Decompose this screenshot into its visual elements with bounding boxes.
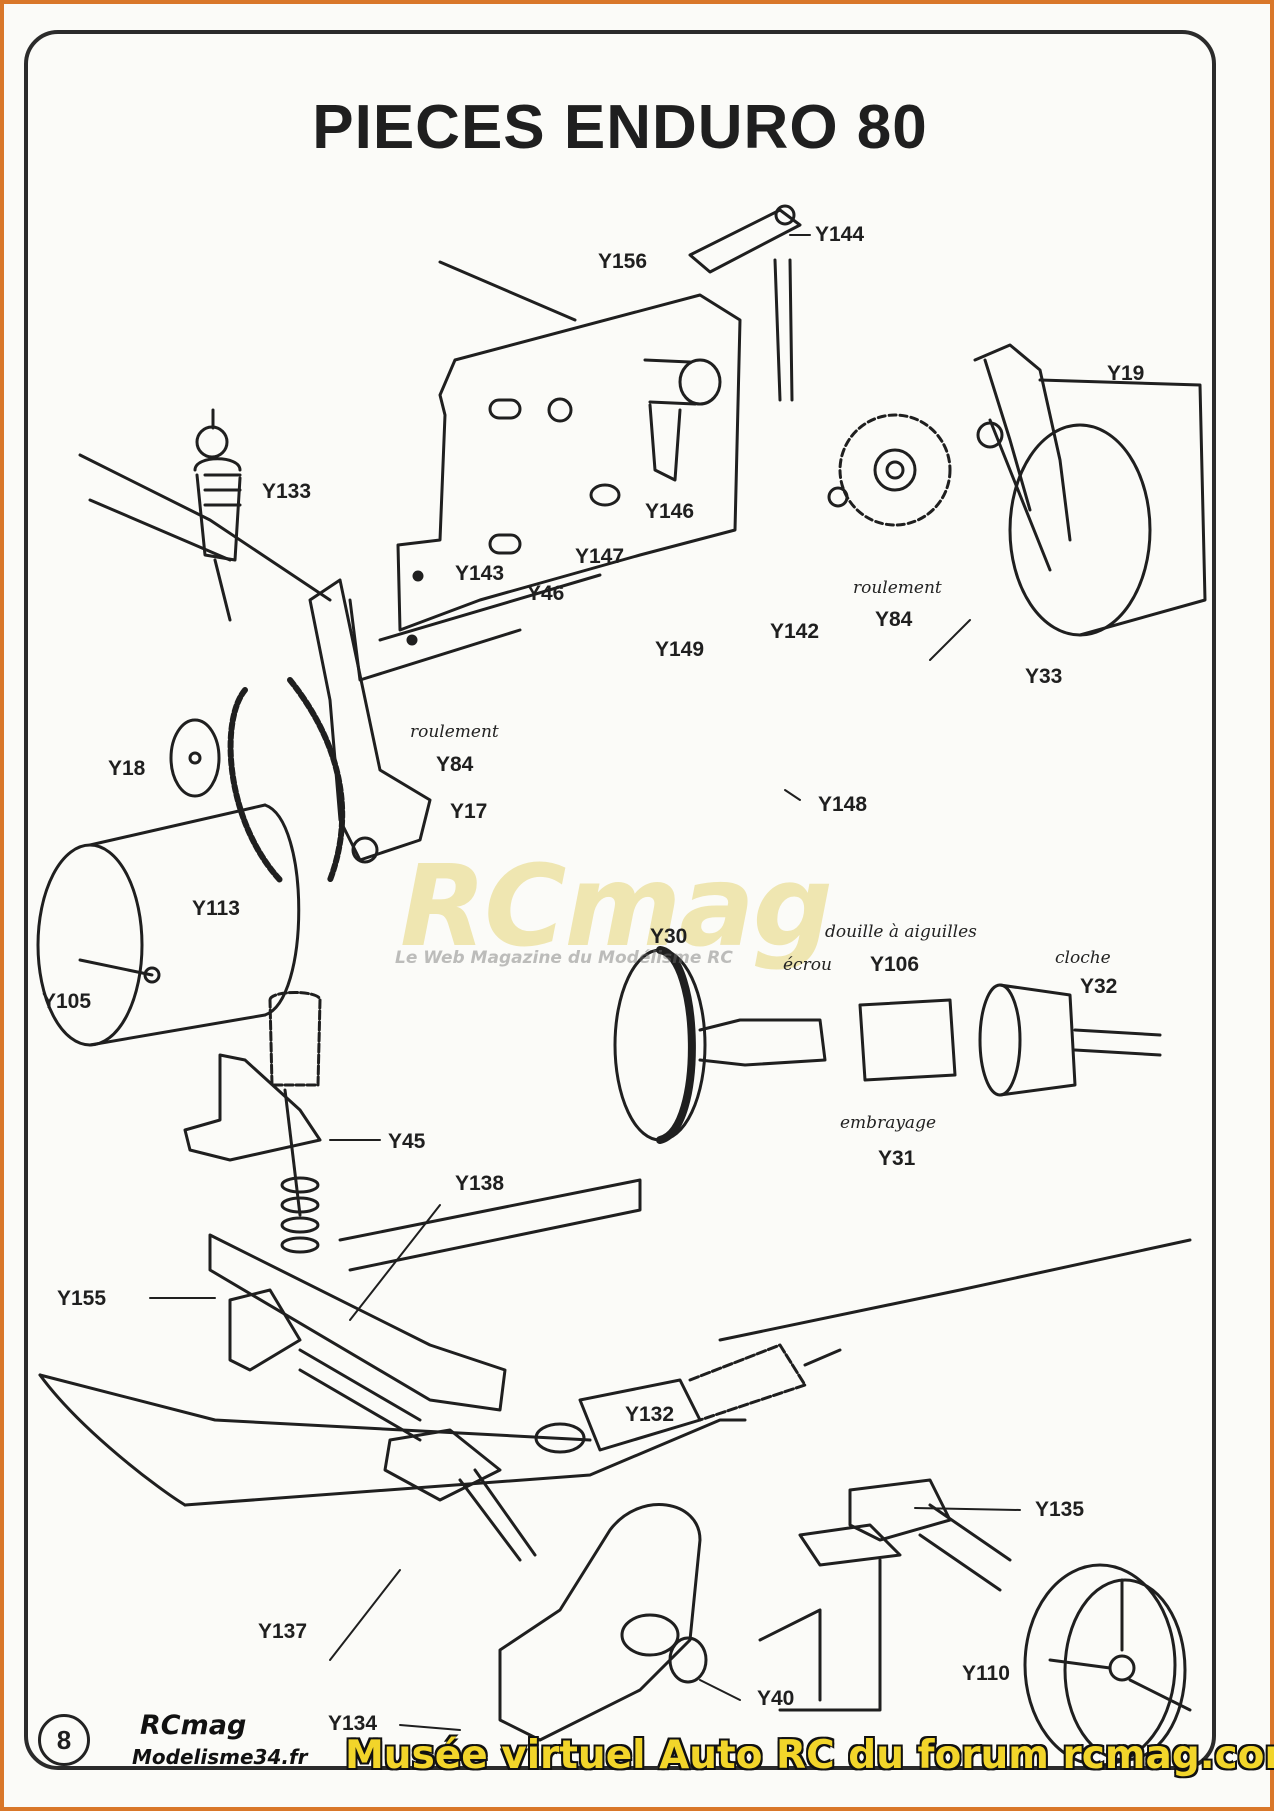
- cylinder-part: [643, 358, 722, 482]
- watermark-tagline: Le Web Magazine du Modélisme RC: [395, 948, 733, 968]
- label-y110: Y110: [962, 1662, 1010, 1685]
- left-wheel: [36, 803, 301, 1047]
- label-y33: Y33: [1025, 665, 1063, 688]
- label-y105: Y105: [42, 990, 92, 1013]
- label-y31: Y31: [878, 1147, 916, 1170]
- label-y137: Y137: [258, 1620, 308, 1643]
- label-y45: Y45: [388, 1130, 426, 1153]
- pulley-and-belt: [169, 677, 346, 883]
- label-y142: Y142: [770, 620, 820, 643]
- note-roulement-right: roulement: [853, 578, 942, 598]
- note-ecrou: écrou: [783, 955, 832, 975]
- watermark-brand: RCmag: [400, 842, 833, 972]
- label-y132: Y132: [625, 1403, 675, 1426]
- spur-gear: [827, 413, 952, 527]
- label-y18: Y18: [108, 757, 146, 780]
- shock-absorber-front: [183, 991, 322, 1254]
- label-y84-left: Y84: [436, 753, 474, 776]
- label-y138: Y138: [455, 1172, 505, 1195]
- shock-absorber-upper: [193, 408, 242, 622]
- note-douille: douille à aiguilles: [825, 922, 977, 942]
- upper-chassis-lines: [78, 260, 577, 602]
- label-y30: Y30: [650, 925, 688, 948]
- label-y113: Y113: [192, 897, 240, 920]
- label-y106: Y106: [870, 953, 920, 976]
- page-frame: [24, 30, 1216, 1770]
- page-title: PIECES ENDURO 80: [312, 93, 928, 162]
- shock-absorber-lower: [534, 1343, 842, 1454]
- note-cloche: cloche: [1055, 948, 1111, 968]
- front-axle-assembly: [208, 1233, 537, 1562]
- label-y133: Y133: [262, 480, 312, 503]
- steering-arm: [498, 1503, 822, 1742]
- label-y134: Y134: [328, 1712, 378, 1735]
- label-y147: Y147: [575, 545, 625, 568]
- label-y84-right: Y84: [875, 608, 913, 631]
- suspension-arm-upper: [308, 573, 602, 864]
- label-y144: Y144: [815, 223, 865, 246]
- label-y19: Y19: [1107, 362, 1145, 385]
- label-y143: Y143: [455, 562, 505, 585]
- label-y146: Y146: [645, 500, 695, 523]
- label-y155: Y155: [57, 1287, 107, 1310]
- note-embrayage: embrayage: [840, 1113, 937, 1133]
- steering-hub: [778, 1478, 1012, 1712]
- label-y46: Y46: [527, 582, 565, 605]
- footer-banner: Musée virtuel Auto RC du forum rcmag.com: [345, 1733, 1274, 1778]
- logo-rcmag: RCmag: [140, 1710, 247, 1741]
- leader-lines: [149, 234, 1021, 1731]
- servo-linkage: [688, 204, 802, 402]
- clutch-assembly: [613, 946, 1162, 1144]
- label-y148: Y148: [818, 793, 868, 816]
- note-roulement-left: roulement: [410, 722, 499, 742]
- rear-right-wheel: [973, 343, 1207, 637]
- page-number: 8: [38, 1714, 90, 1766]
- label-y17: Y17: [450, 800, 488, 823]
- engine-mount-plate: [396, 293, 742, 646]
- label-y40: Y40: [757, 1687, 795, 1710]
- label-y149: Y149: [655, 638, 705, 661]
- label-y32: Y32: [1080, 975, 1118, 998]
- page-sheet: [4, 4, 1270, 1807]
- lower-chassis: [38, 1178, 1192, 1507]
- logo-modelisme34: Modelisme34.fr: [132, 1745, 308, 1769]
- label-y135: Y135: [1035, 1498, 1085, 1521]
- label-y156: Y156: [598, 250, 648, 273]
- front-right-wheel: [1023, 1563, 1192, 1767]
